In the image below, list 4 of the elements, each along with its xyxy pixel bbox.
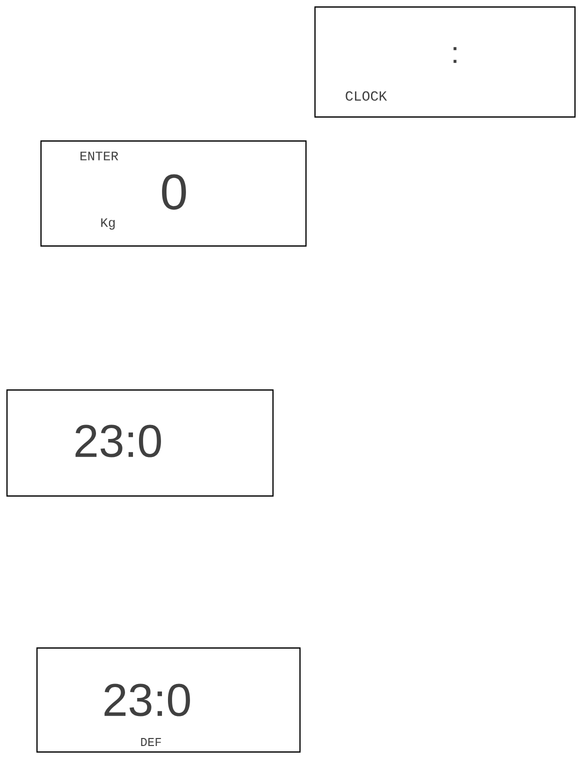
display-box: 23:0 — [6, 389, 274, 497]
display-box: ENTER 0 Kg — [40, 140, 307, 247]
display-box: : CLOCK — [314, 6, 576, 118]
display-box: 23:0 DEF — [36, 647, 301, 753]
